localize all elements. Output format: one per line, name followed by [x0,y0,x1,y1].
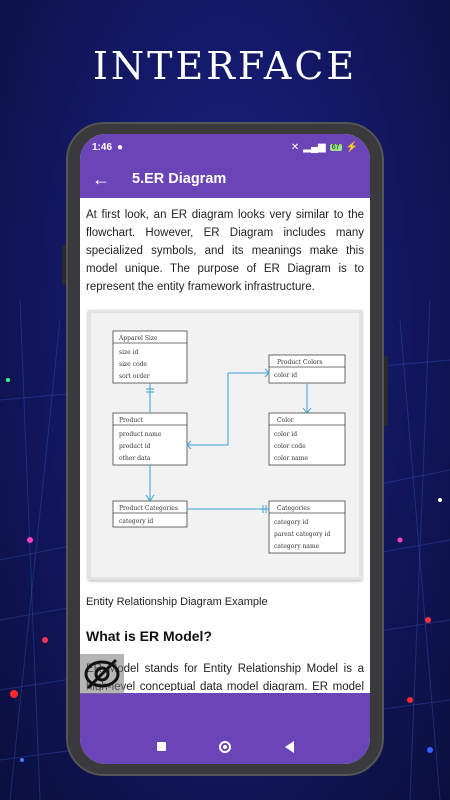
er-diagram-image: Apparel Size size id size code sort orde… [88,310,362,580]
diagram-attribute: size id [119,349,139,356]
hide-eye-button[interactable] [80,654,124,694]
diagram-attribute: color id [274,431,297,438]
home-icon[interactable] [217,739,233,755]
section-heading: What is ER Model? [86,628,212,644]
diagram-attribute: category id [119,518,153,525]
diagram-caption: Entity Relationship Diagram Example [86,596,268,608]
diagram-attribute: size code [119,361,147,368]
diagram-attribute: sort order [119,373,150,380]
diagram-attribute: other data [119,455,151,462]
page-title: 5.ER Diagram [132,171,227,187]
phone-screen: 1:46 ● ✕ ▂▄▆ 67 ⚡ ← 5.ER Diagram At firs… [80,134,370,764]
diagram-entity-title: Product [119,417,144,424]
app-bar: ← 5.ER Diagram [80,160,370,198]
recents-icon[interactable] [153,739,169,755]
section-paragraph: ER Model stands for Entity Relationship … [86,663,364,691]
back-triangle-icon[interactable] [281,739,297,755]
diagram-entity-title: Categories [277,505,310,512]
status-bar: 1:46 ● ✕ ▂▄▆ 67 ⚡ [80,134,370,160]
battery-icon: 67 [329,143,342,151]
diagram-attribute: product id [119,443,151,450]
page-headline: INTERFACE [92,44,358,88]
diagram-attribute: color id [274,372,297,379]
eye-off-icon [84,658,120,690]
bottom-banner [80,693,370,729]
diagram-entity-title: Color [277,417,294,424]
diagram-entity-title: Apparel Size [118,335,158,342]
article-content[interactable]: At first look, an ER diagram looks very … [80,198,370,691]
diagram-attribute: product name [119,431,162,438]
wifi-off-icon: ✕ [290,141,300,153]
diagram-entity-title: Product Colors [277,359,323,366]
diagram-attribute: parent category id [274,531,330,538]
diagram-attribute: category name [274,543,320,550]
diagram-attribute: category id [274,519,308,526]
signal-icon: ▂▄▆ [303,141,326,153]
charging-icon: ⚡ [345,141,358,153]
back-arrow-icon[interactable]: ← [92,168,110,189]
diagram-attribute: color code [274,443,306,450]
phone-side-button [384,356,388,426]
intro-paragraph: At first look, an ER diagram looks very … [86,209,364,293]
diagram-attribute: color name [274,455,308,462]
notification-icon: ● [117,141,124,153]
diagram-entity-title: Product Categories [119,505,178,512]
phone-side-button [62,245,66,285]
system-nav-bar [80,729,370,764]
status-time: 1:46 [92,141,113,153]
